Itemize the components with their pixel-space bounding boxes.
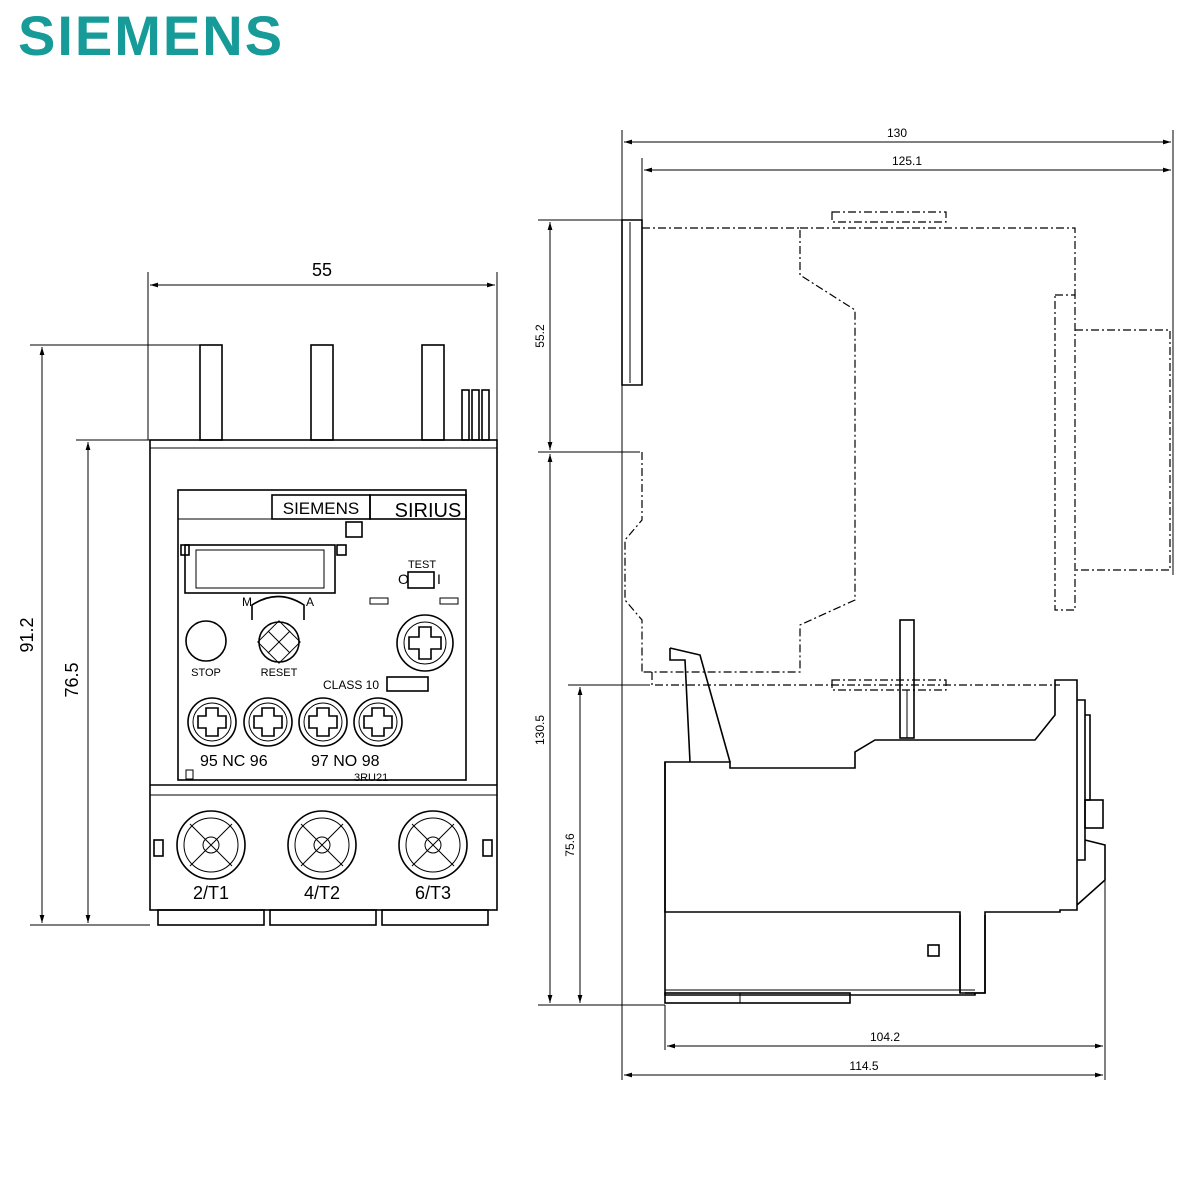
dim-depth-114-5: 114.5 (621, 385, 1103, 1080)
nameplate-series: SIRIUS (395, 500, 462, 522)
relay-body (664, 619, 1106, 1004)
dim-label-75-6: 75.6 (563, 833, 577, 857)
model-code: 3RU21 (354, 772, 388, 784)
dim-height-76-5: 76.5 (62, 439, 150, 923)
test-button (407, 571, 435, 589)
dim-width-55: 55 (147, 260, 498, 440)
dim-height-91-2: 91.2 (17, 344, 200, 926)
terminal-label-1: 2/T1 (193, 883, 229, 903)
aux-contacts-left: 95 NC 96 (200, 753, 268, 770)
current-setting-dial (396, 614, 454, 672)
class-label: CLASS 10 (323, 678, 379, 692)
side-view: 130 125.1 55.2 130.5 75.6 (533, 126, 1174, 1080)
stop-label: STOP (191, 667, 221, 679)
siemens-logo: SIEMENS (18, 4, 285, 67)
dim-label-114-5: 114.5 (849, 1059, 878, 1073)
stop-button (185, 620, 227, 662)
dim-depth-104-2: 104.2 (664, 880, 1106, 1080)
mode-selector (251, 595, 305, 620)
dim-height-130-5: 130.5 (533, 454, 665, 1006)
dim-height-55-2: 55.2 (533, 219, 640, 453)
dim-label-55-2: 55.2 (533, 324, 547, 348)
aux-contacts-right: 97 NO 98 (311, 753, 380, 770)
cover-seal (927, 944, 940, 957)
nameplate-brand: SIEMENS (283, 499, 360, 518)
test-on: I (437, 571, 441, 587)
dim-depth-130: 130 (621, 126, 1174, 575)
dim-height-75-6: 75.6 (563, 684, 650, 1003)
dim-label-55: 55 (312, 260, 332, 280)
dim-label-130-5: 130.5 (533, 715, 547, 745)
test-label: TEST (408, 559, 436, 571)
reset-button (258, 621, 300, 663)
reset-label: RESET (261, 667, 298, 679)
front-panel (177, 489, 467, 781)
class-indicator (386, 676, 429, 692)
front-feet (157, 909, 489, 926)
mounting-bracket (621, 219, 643, 386)
contactor-outline (624, 211, 1171, 691)
current-setting-window (184, 544, 336, 594)
main-pins (199, 344, 490, 441)
mode-auto: A (306, 595, 314, 609)
terminal-label-3: 6/T3 (415, 883, 451, 903)
dim-label-125-1: 125.1 (892, 154, 922, 168)
dim-label-130: 130 (887, 126, 907, 140)
dim-label-104-2: 104.2 (870, 1030, 900, 1044)
dim-label-91-2: 91.2 (17, 617, 37, 652)
dim-label-76-5: 76.5 (62, 662, 82, 697)
front-view: 55 91.2 76.5 S (17, 260, 498, 926)
main-terminals (153, 810, 493, 880)
terminal-label-2: 4/T2 (304, 883, 340, 903)
aux-contact-screws (187, 697, 403, 747)
test-off: O (398, 571, 409, 587)
mode-manual: M (242, 595, 252, 609)
dim-depth-125-1: 125.1 (641, 154, 1171, 220)
